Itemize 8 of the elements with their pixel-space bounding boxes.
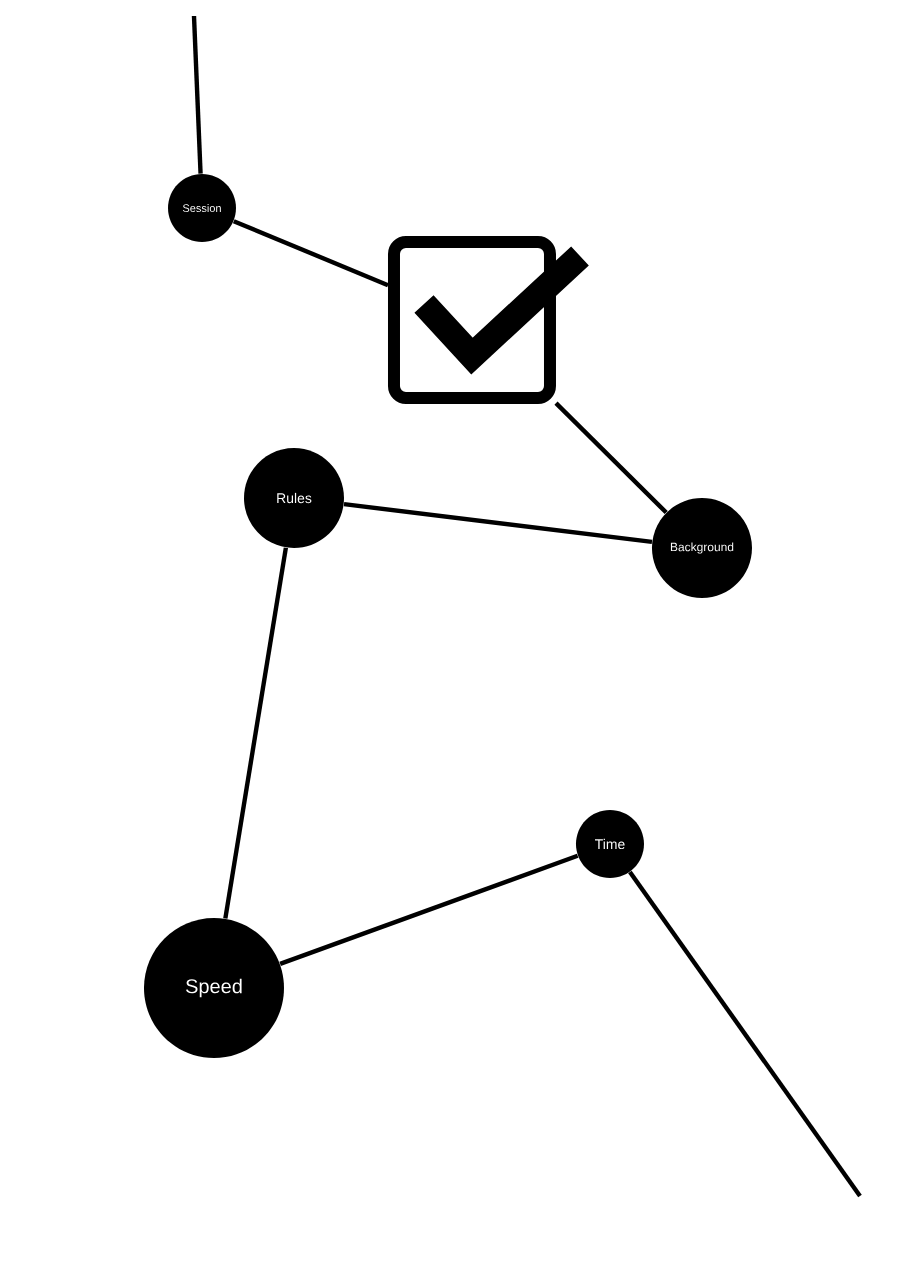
connector-line [223,547,289,919]
connector-line [628,870,862,1198]
connector-line [191,15,203,174]
connector-line [279,853,579,966]
connector-line [554,401,668,515]
checkbox-icon [388,236,589,404]
connector-line [343,501,653,545]
connector-line [232,219,389,288]
